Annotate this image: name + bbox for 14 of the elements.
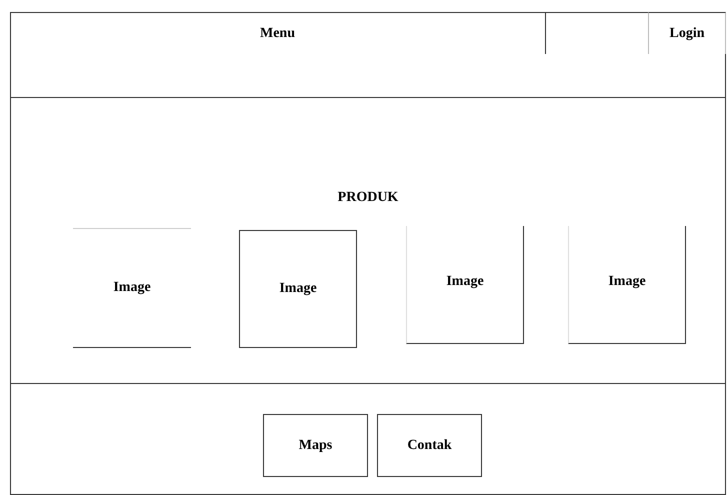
image-frame: Image [406,226,524,344]
link-text: Menu [260,26,295,42]
link-text: Login [670,26,704,42]
contact-link [377,414,482,477]
section-heading: PRODUK [338,190,398,206]
maps-link [263,414,368,477]
footer-section [10,383,726,495]
image-frame: Image [239,230,357,348]
link-text: Contak [407,438,452,454]
product-section [10,97,726,384]
image-frame: Image [73,228,191,348]
link-text: Maps [298,438,332,454]
login-link [648,12,726,54]
image-frame: Image [568,226,686,344]
